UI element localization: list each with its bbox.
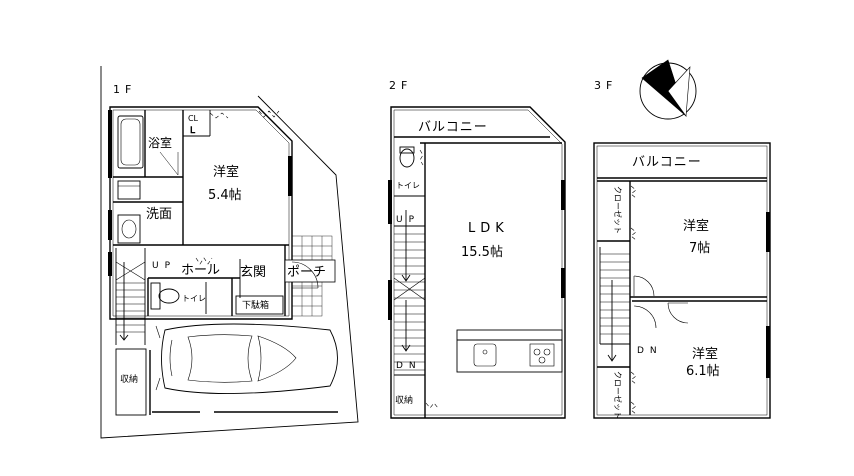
western-3f-a-label: 洋室: [683, 218, 709, 234]
up-2f-label: UP: [396, 215, 420, 225]
porch-label: ポーチ: [287, 265, 326, 280]
svg-text:L: L: [190, 126, 195, 136]
sink-icon: [117, 214, 141, 244]
washer-icon: [117, 180, 141, 200]
western-3f-b-label: 洋室: [692, 346, 718, 362]
stove-icon: [529, 343, 555, 367]
stairs-3f: [599, 247, 630, 362]
stairs-2f: [393, 210, 426, 376]
dn-3f-label: DN: [637, 346, 663, 356]
house-2f-outline: [390, 106, 566, 419]
closet-3f-bottom-label: クローゼット: [613, 371, 623, 419]
storage-2f-label: 収納: [395, 394, 413, 406]
house-3f-outline: [593, 142, 771, 419]
toilet-2f-icon: [399, 146, 415, 168]
lot-boundary: [100, 66, 359, 439]
toilet-2f-label: トイレ: [396, 181, 420, 190]
house-1f-outline: [109, 106, 293, 320]
western-1f-label: 洋室: [213, 164, 239, 180]
floor-1: 1F 浴室 CL L 洋室: [100, 66, 359, 439]
floor-2: 2F バルコニー LDK 15.5帖 トイレ: [388, 79, 566, 419]
bathtub-icon: [117, 115, 144, 169]
ldk-size: 15.5帖: [461, 245, 503, 260]
hall-label: ホール: [181, 263, 220, 278]
western-1f-size: 5.4帖: [208, 188, 242, 203]
western-3f-b-size: 6.1帖: [686, 364, 720, 379]
ldk-label: LDK: [468, 221, 509, 236]
north-arrow-icon: [639, 59, 697, 120]
storage-1f-label: 収納: [120, 373, 138, 385]
closet-3f-top-label: クローゼット: [613, 186, 623, 234]
dn-2f-label: DN: [396, 361, 422, 371]
bath-label: 浴室: [148, 135, 172, 150]
shoe-box-label: 下駄箱: [242, 299, 269, 311]
western-3f-a-size: 7帖: [689, 241, 710, 256]
floor-3-label: 3F: [594, 79, 617, 92]
floor-2-label: 2F: [389, 79, 412, 92]
entrance-label: 玄関: [240, 265, 266, 280]
car-icon: [155, 323, 338, 394]
floor-3: 3F バルコニー クローゼット クローゼット 洋室 7帖: [593, 59, 771, 419]
toilet-1f-label: トイレ: [182, 294, 206, 303]
washroom-label: 洗面: [146, 207, 172, 222]
balcony-3f-label: バルコニー: [632, 155, 702, 170]
toilet-icon: [150, 282, 180, 310]
up-1f-label: UP: [152, 261, 176, 271]
balcony-2f-label: バルコニー: [418, 120, 488, 135]
stairs-1f: [115, 248, 146, 345]
sink-2f-icon: [473, 343, 497, 367]
floor-1-label: 1F: [113, 83, 136, 96]
closet-1f-label: CL: [188, 114, 199, 123]
